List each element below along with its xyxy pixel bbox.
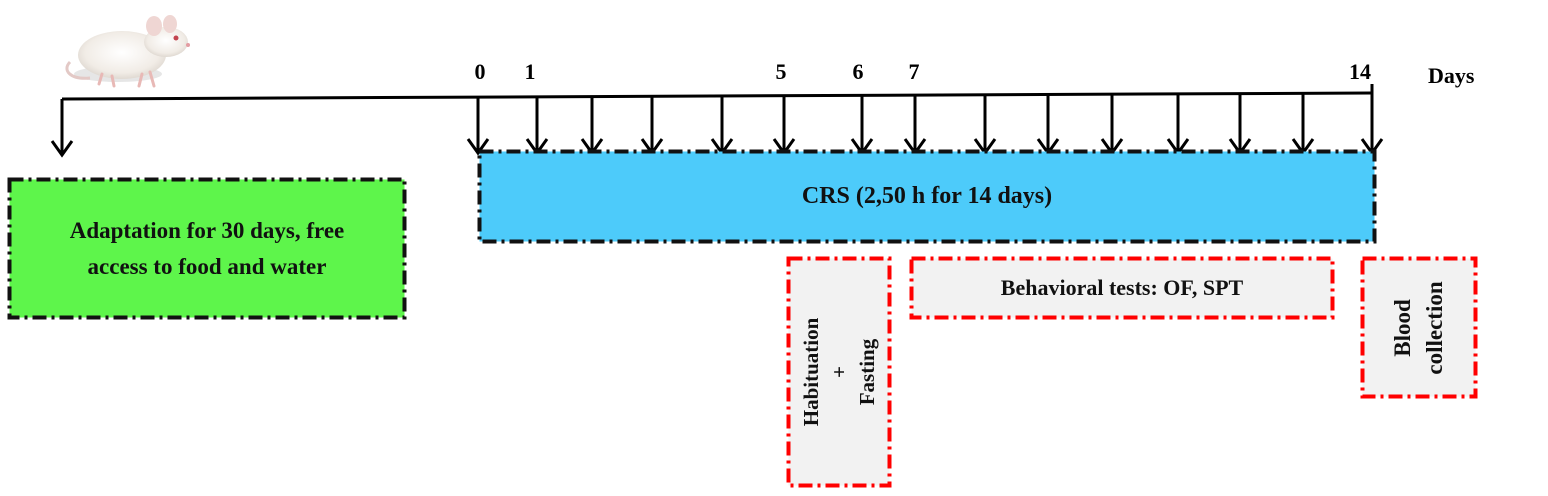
habituation-plus: + bbox=[827, 366, 851, 378]
day-label-5: 5 bbox=[776, 59, 787, 84]
day-label-0: 0 bbox=[475, 59, 486, 84]
blood-collection-box: Blood collection bbox=[1360, 256, 1478, 399]
timeline-arrow-head bbox=[50, 140, 74, 158]
day-label-6: 6 bbox=[853, 59, 864, 84]
timeline-line bbox=[61, 91, 1373, 101]
blood-line-2: collection bbox=[1422, 280, 1447, 375]
behavioral-tests-box: Behavioral tests: OF, SPT bbox=[909, 256, 1335, 320]
day-label-7: 7 bbox=[909, 59, 920, 84]
behavioral-tests-label: Behavioral tests: OF, SPT bbox=[1000, 275, 1244, 300]
days-label: Days bbox=[1428, 63, 1475, 88]
habituation-line-2: Fasting bbox=[855, 338, 879, 406]
adaptation-line-1: Adaptation for 30 days, free bbox=[69, 217, 345, 243]
timeline-arrow-head bbox=[466, 138, 490, 156]
day-label-1: 1 bbox=[525, 59, 536, 84]
day-label-14: 14 bbox=[1349, 59, 1371, 84]
crs-label: CRS (2,50 h for 14 days) bbox=[801, 183, 1053, 209]
adaptation-box: Adaptation for 30 days, free access to f… bbox=[7, 177, 407, 320]
day-labels: 0 1 5 6 7 14 bbox=[475, 59, 1372, 84]
habituation-line-1: Habituation bbox=[799, 317, 823, 427]
adaptation-line-2: access to food and water bbox=[87, 253, 327, 279]
rat-image bbox=[60, 6, 206, 92]
crs-box: CRS (2,50 h for 14 days) bbox=[477, 149, 1377, 244]
timeline-arrows bbox=[50, 93, 1384, 158]
habituation-box: Habituation + Fasting bbox=[786, 256, 892, 488]
blood-line-1: Blood bbox=[1390, 298, 1415, 357]
